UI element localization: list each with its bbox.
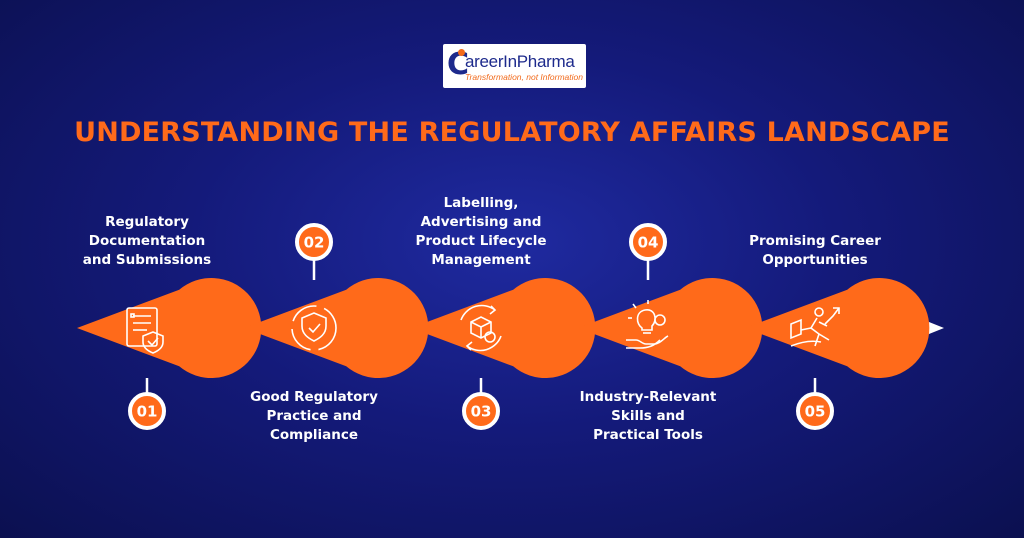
step-number-03: 03	[471, 403, 492, 421]
step-number-05: 05	[805, 403, 826, 421]
lightbulb-gear-hand-icon	[626, 300, 669, 349]
careerinpharma-logo: C areerInPharma Transformation, not Info…	[443, 44, 586, 88]
logo-name: areerInPharma	[465, 52, 575, 71]
step-badge-04: 04	[629, 223, 667, 261]
step-node-02	[243, 278, 429, 379]
step-label-01: Regulatory Documentation and Submissions	[82, 214, 212, 268]
logo-person-icon	[458, 49, 465, 56]
step-badge-01: 01	[128, 392, 166, 430]
step-label-05: Promising Career Opportunities	[749, 233, 881, 268]
step-node-01	[76, 278, 262, 379]
step-label-03: Labelling, Advertising and Product Lifec…	[415, 195, 547, 268]
logo-tagline: Transformation, not Information	[465, 72, 583, 82]
step-label-04: Industry-Relevant Skills and Practical T…	[579, 389, 717, 443]
step-number-01: 01	[137, 403, 158, 421]
step-badge-02: 02	[295, 223, 333, 261]
shield-check-icon	[291, 305, 337, 351]
product-cycle-icon	[460, 304, 502, 352]
step-badge-03: 03	[462, 392, 500, 430]
step-node-03	[410, 278, 596, 379]
step-node-05	[745, 278, 930, 379]
logo-letter: C	[447, 47, 470, 82]
document-check-icon	[126, 307, 164, 354]
step-label-02: Good Regulatory Practice and Compliance	[250, 389, 378, 443]
person-rising-arrow-icon	[790, 307, 840, 347]
step-node-04	[578, 278, 763, 379]
step-number-02: 02	[304, 234, 325, 252]
step-badge-05: 05	[796, 392, 834, 430]
page-title: UNDERSTANDING THE REGULATORY AFFAIRS LAN…	[74, 117, 950, 148]
step-number-04: 04	[638, 234, 659, 252]
